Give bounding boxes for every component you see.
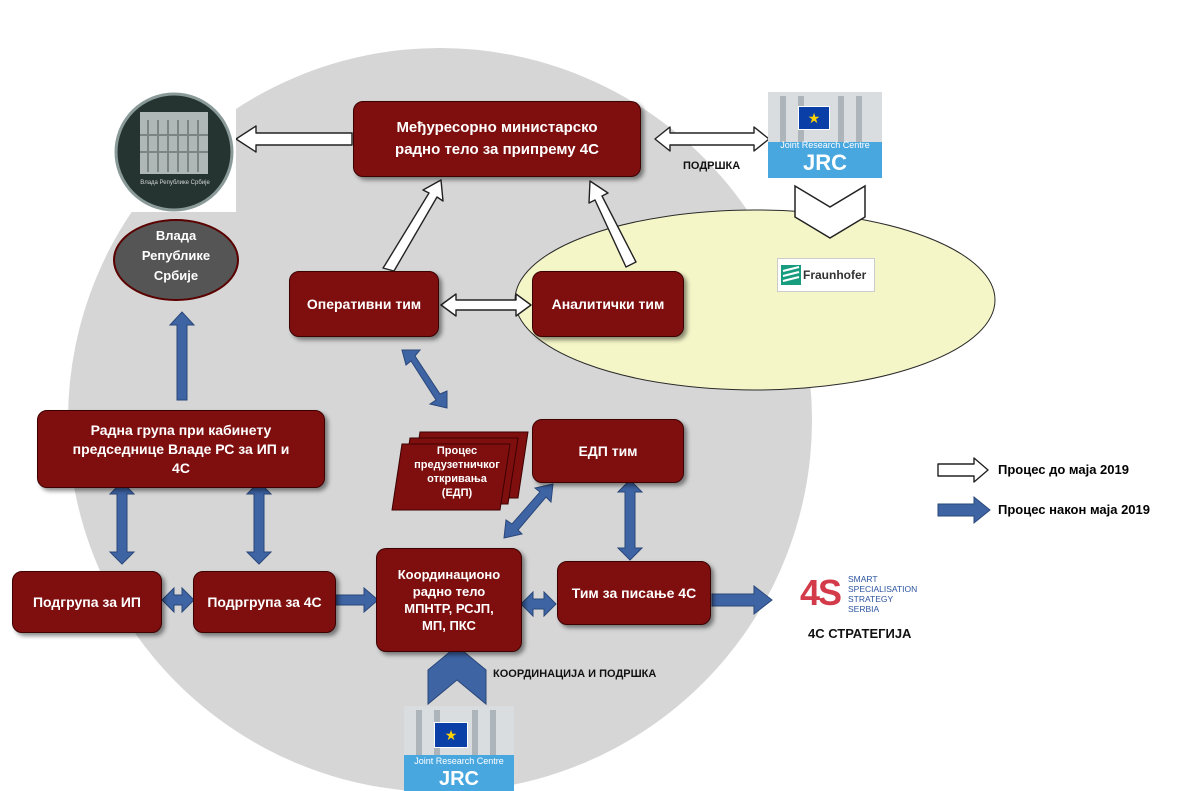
fraunhofer-icon <box>781 265 801 285</box>
blue-arrow-edp-writing <box>616 479 644 561</box>
blue-arrow-coord-writing <box>520 590 557 618</box>
jrc-logo-top: ★ Joint Research Centre JRC <box>768 92 882 178</box>
government-label: Влада Републике Србије <box>141 228 211 283</box>
legend-white-arrow <box>937 457 989 483</box>
white-arrow-op-analytical <box>440 293 532 317</box>
white-arrow-to-government <box>235 125 353 153</box>
blue-arrow-to-strategy <box>711 584 773 616</box>
support-label: ПОДРШКА <box>683 160 741 172</box>
writing-team-box: Тим за писање 4С <box>557 561 711 625</box>
eu-flag-icon: ★ <box>434 722 468 748</box>
subgroup-ip-box: Подгрупа за ИП <box>12 571 162 633</box>
fraunhofer-logo: Fraunhofer <box>777 258 875 292</box>
legend-after-label: Процес након маја 2019 <box>998 502 1150 517</box>
legend-before-label: Процес до маја 2019 <box>998 462 1129 477</box>
eu-flag-icon: ★ <box>798 106 830 130</box>
blue-arrow-to-government <box>168 311 196 401</box>
edp-team-box: ЕДП тим <box>532 419 684 483</box>
interministerial-body-box: Међуресорно министарско радно тело за пр… <box>353 101 641 177</box>
white-arrow-analytical-up <box>588 180 637 268</box>
coordination-support-label: КООРДИНАЦИЈА И ПОДРШКА <box>493 668 657 680</box>
white-arrow-operational-up <box>382 179 444 272</box>
operational-team-box: Оперативни тим <box>289 271 439 337</box>
edp-process-shape <box>391 443 511 511</box>
blue-arrow-wg-ip <box>108 481 136 565</box>
government-label-ellipse <box>113 219 239 301</box>
blue-arrow-4s-coordination <box>335 586 379 614</box>
strategy-label: 4С СТРАТЕГИЈА <box>808 626 912 641</box>
government-seal-text: Влада Републике Србије <box>140 180 210 186</box>
blue-arrow-coord-edp <box>503 483 554 539</box>
coordination-body-box: Координационо радно тело МПНТР, РСЈП, МП… <box>376 548 522 652</box>
blue-arrow-operational-edp <box>401 349 448 409</box>
jrc-logo-bottom: ★ Joint Research Centre JRC <box>404 706 514 791</box>
analytical-team-box: Аналитички тим <box>532 271 684 337</box>
edp-process-label: Процес предузетничког откривања (ЕДП) <box>414 445 500 499</box>
blue-arrow-wg-4s <box>245 481 273 565</box>
legend-blue-arrow <box>937 495 991 525</box>
jrc-fraunhofer-chevron <box>794 184 866 239</box>
subgroup-4s-box: Подргрупа за 4С <box>193 571 336 633</box>
s4-strategy-logo: 4S SMART SPECIALISATION STRATEGY SERBIA <box>800 572 918 614</box>
working-group-box: Радна група при кабинету председнице Вла… <box>37 410 325 488</box>
